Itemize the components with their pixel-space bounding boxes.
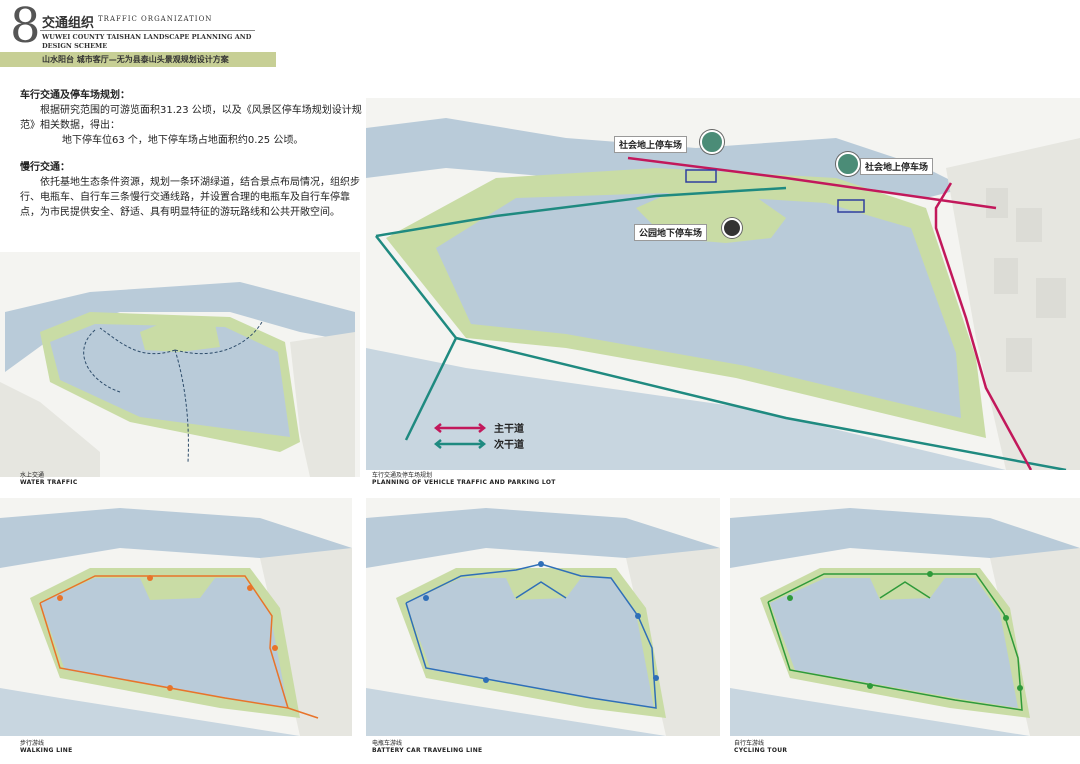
walking-line-map xyxy=(0,498,352,736)
battery-caption: 电瓶车游线 xyxy=(372,740,403,747)
battery-caption-en: BATTERY CAR TRAVELING LINE xyxy=(372,747,483,754)
description-text: 车行交通及停车场规划： 根据研究范围的可游览面积31.23 公顷，以及《风景区停… xyxy=(20,88,365,220)
water-caption-en: WATER TRAFFIC xyxy=(20,479,78,486)
arrow-icon xyxy=(433,423,487,433)
section-number: 8 xyxy=(10,0,41,54)
slow-traffic-paragraph: 依托基地生态条件资源，规划一条环湖绿道，结合景点布局情况，组织步行、电瓶车、自行… xyxy=(20,177,360,218)
battery-car-panel xyxy=(366,498,720,736)
slow-traffic-heading: 慢行交通： xyxy=(20,162,70,173)
water-caption: 水上交通 xyxy=(20,472,45,479)
road-legend: 主干道 次干道 xyxy=(432,420,542,452)
legend-main-road-label: 主干道 xyxy=(494,424,524,435)
water-traffic-panel: 水上交通 xyxy=(0,252,360,479)
section-title-en: TRAFFIC ORGANIZATION xyxy=(98,15,213,23)
parking-label-underground: 公园地下停车场 xyxy=(634,224,708,241)
parking-label-2: 社会地上停车场 xyxy=(860,158,934,175)
walking-caption: 步行游线 xyxy=(20,740,45,747)
section-title: 交通组织 xyxy=(42,16,95,31)
vehicle-paragraph-1: 根据研究范围的可游览面积31.23 公顷，以及《风景区停车场规划设计规范》相关数… xyxy=(20,105,362,131)
page-header: 8 交通组织 TRAFFIC ORGANIZATION WUWEI COUNTY… xyxy=(0,0,1080,70)
title-divider xyxy=(40,30,255,31)
vehicle-heading: 车行交通及停车场规划： xyxy=(20,90,130,101)
legend-secondary-road-label: 次干道 xyxy=(494,440,524,451)
vehicle-caption-en: PLANNING OF VEHICLE TRAFFIC AND PARKING … xyxy=(372,479,556,486)
project-name-en: WUWEI COUNTY TAISHAN LANDSCAPE PLANNING … xyxy=(42,33,252,50)
project-subtitle: 山水阳台 城市客厅—无为县泰山头景观规划设计方案 xyxy=(42,55,229,64)
vehicle-caption: 车行交通及停车场规划 xyxy=(372,472,433,479)
cycling-caption: 自行车游线 xyxy=(734,740,765,747)
battery-car-map xyxy=(366,498,720,736)
legend-secondary-road: 次干道 xyxy=(432,436,542,452)
parking-marker-icon xyxy=(700,130,724,154)
parking-marker-icon xyxy=(836,152,860,176)
vehicle-paragraph-2: 地下停车位63 个，地下停车场占地面积约0.25 公顷。 xyxy=(62,135,304,146)
underground-parking-icon xyxy=(722,218,742,238)
legend-main-road: 主干道 xyxy=(432,420,542,436)
vehicle-traffic-map xyxy=(366,98,1080,470)
cycling-caption-en: CYCLING TOUR xyxy=(734,747,788,754)
walking-caption-en: WALKING LINE xyxy=(20,747,73,754)
cycling-tour-panel xyxy=(730,498,1080,736)
vehicle-traffic-panel: 车行交通及停车场规划 xyxy=(366,98,1080,479)
parking-label-1: 社会地上停车场 xyxy=(614,136,688,153)
arrow-icon xyxy=(433,439,487,449)
walking-line-panel xyxy=(0,498,352,736)
water-traffic-map xyxy=(0,252,360,477)
cycling-tour-map xyxy=(730,498,1080,736)
subtitle-bar xyxy=(0,52,276,67)
